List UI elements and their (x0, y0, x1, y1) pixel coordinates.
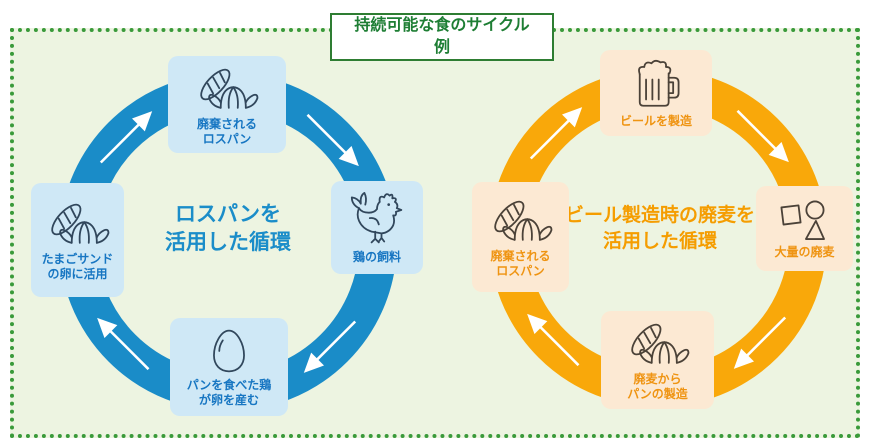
node-label: パンを食べた鶏 が卵を産む (186, 378, 272, 407)
arrow-icon (733, 316, 787, 369)
clockwise-arrows (527, 107, 789, 369)
clockwise-arrows (97, 111, 359, 373)
shapes-icon (780, 200, 825, 240)
node-label: ビールを製造 (619, 113, 692, 128)
node-discarded-bread: 廃棄される ロスパン (472, 182, 569, 292)
node-bread-from-barley: 廃麦から パンの製造 (601, 311, 714, 409)
bread-icon (630, 323, 689, 364)
node-brew-beer: ビールを製造 (600, 50, 712, 136)
beer-icon (638, 59, 680, 107)
node-label: 廃棄される ロスパン (196, 116, 257, 146)
arrow-icon (527, 313, 580, 367)
bread-icon (200, 68, 259, 109)
node-label: 廃棄される ロスパン (490, 249, 551, 278)
node-chicken-feed: 鶏の飼料 (331, 181, 423, 274)
arrow-icon (736, 109, 789, 163)
node-label: 鶏の飼料 (352, 250, 401, 264)
arrow-icon (97, 317, 150, 371)
arrow-icon (306, 113, 359, 167)
arrow-icon (529, 107, 583, 160)
egg-icon (213, 329, 245, 373)
node-chicken-lays-eggs: パンを食べた鶏 が卵を産む (170, 318, 288, 416)
node-label: 大量の廃麦 (774, 245, 835, 259)
bread-icon (50, 203, 109, 244)
bread-cycle-center-label: ロスパンを 活用した循環 (165, 203, 291, 255)
rooster-icon (350, 192, 403, 244)
node-discarded-bread: 廃棄される ロスパン (168, 56, 286, 153)
beer-cycle-center-label: ビール製造時の廃麦を 活用した循環 (564, 205, 755, 252)
node-label: たまごサンド の卵に活用 (41, 252, 114, 281)
node-egg-sandwich: たまごサンド の卵に活用 (31, 183, 124, 297)
bread-icon (493, 200, 552, 241)
page-title: 持続可能な食のサイクル 例 (354, 17, 530, 56)
node-label: 廃麦から パンの製造 (627, 372, 688, 401)
arrow-icon (99, 111, 153, 164)
arrow-icon (303, 320, 357, 373)
node-waste-barley: 大量の廃麦 (756, 186, 853, 271)
diagram-title-box: 持続可能な食のサイクル 例 (330, 13, 554, 61)
